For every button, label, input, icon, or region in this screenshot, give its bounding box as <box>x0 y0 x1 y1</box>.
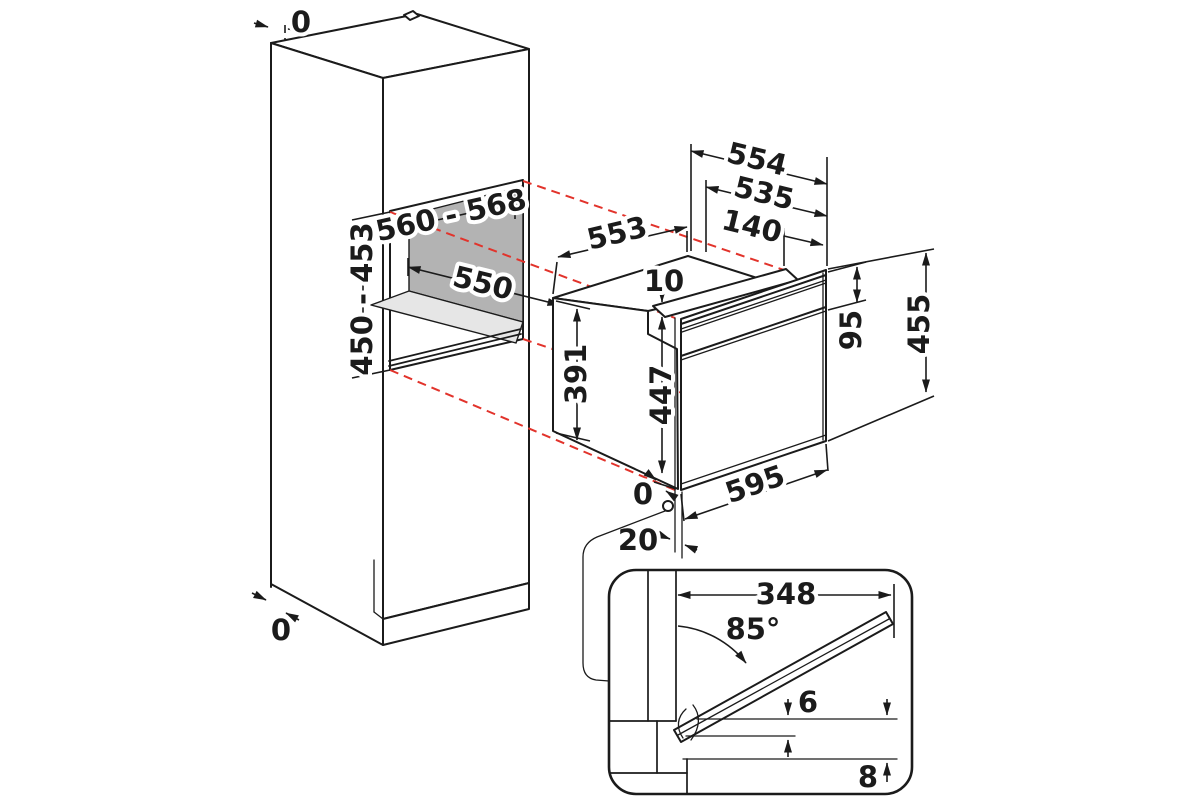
flush-arrow-top-left <box>253 19 269 28</box>
detail-leader-line <box>582 510 666 682</box>
arrow-20-left <box>656 530 671 540</box>
oven-side-face <box>552 297 679 490</box>
gap0-arrow-lower <box>665 490 679 502</box>
dim-opening-angle: 85° <box>726 612 781 646</box>
niche-shelf-lip-1 <box>388 328 522 362</box>
door-hinge-curve-2 <box>690 704 700 741</box>
ext-95-bottom <box>827 299 867 311</box>
dim-bottom-gap: 0 <box>633 477 653 511</box>
ext-455-bottom <box>827 395 935 442</box>
flush-arrow-top-right <box>287 26 302 35</box>
plinth-step-corner <box>373 611 384 620</box>
front-rim-line-2 <box>680 279 827 330</box>
front-rim-line-3 <box>681 282 827 333</box>
front-rim-line-1 <box>680 274 827 325</box>
flush-arrow-bottom-right <box>285 612 300 623</box>
dim-lower-gap: 8 <box>858 760 878 794</box>
niche-height-ext-top <box>351 211 391 221</box>
ext-595-left <box>680 493 685 522</box>
line-553 <box>557 225 688 259</box>
gap0-arrow-upper <box>643 469 657 481</box>
door-hinge-curve-1 <box>677 708 687 739</box>
niche-height-ext-bottom <box>351 369 391 379</box>
oven <box>552 255 827 559</box>
niche-depth-line <box>407 266 561 306</box>
line-554 <box>690 150 828 185</box>
dim-front-offset: 20 <box>618 523 658 557</box>
tick-447-bottom <box>653 481 677 490</box>
detail-frame <box>607 568 914 796</box>
control-band-bottom-2 <box>680 310 827 361</box>
tall-cabinet <box>270 10 530 646</box>
dim-body-height: 391 <box>559 344 593 405</box>
dim-front-height: 447 <box>644 365 678 426</box>
dim-cabinet-bottom-flush: 0 <box>271 613 291 647</box>
ext-595-right <box>825 443 829 472</box>
dim-cabinet-top-flush: 0 <box>291 5 311 39</box>
oven-front-face <box>680 269 827 491</box>
line-595 <box>684 469 828 520</box>
dim-niche-height: 450 - 453 <box>345 222 379 375</box>
dim-upper-gap: 6 <box>798 685 818 719</box>
tick-391-top <box>555 300 591 310</box>
dim-panel-height: 95 <box>834 310 868 350</box>
door-inner-line <box>677 618 890 736</box>
door-detail-view: 85° 348 6 8 <box>607 568 914 798</box>
arrow-20-right <box>684 544 699 554</box>
dim-top-step: 10 <box>644 264 684 298</box>
niche-width-line <box>386 201 516 233</box>
dim-door-projection: 348 <box>756 577 817 611</box>
control-band-bottom-1 <box>680 306 827 357</box>
line-140 <box>744 226 824 247</box>
dim-overall-height: 455 <box>902 294 936 355</box>
detail-callout-point <box>662 500 674 512</box>
ext-455-top <box>827 248 935 270</box>
tick-391-bottom <box>555 432 591 442</box>
flush-arrow-bottom-left <box>251 590 267 601</box>
projection-top-back <box>522 180 785 271</box>
ext-553-left <box>552 261 558 295</box>
angle-arc <box>677 625 747 664</box>
cabinet-plinth-face <box>382 582 530 646</box>
dim-top-depth: 553 <box>584 209 651 256</box>
projection-bottom-front <box>389 369 676 491</box>
line-535 <box>705 186 828 217</box>
cabinet-top-tab <box>403 10 420 21</box>
niche-shelf-lip-2 <box>388 333 522 367</box>
